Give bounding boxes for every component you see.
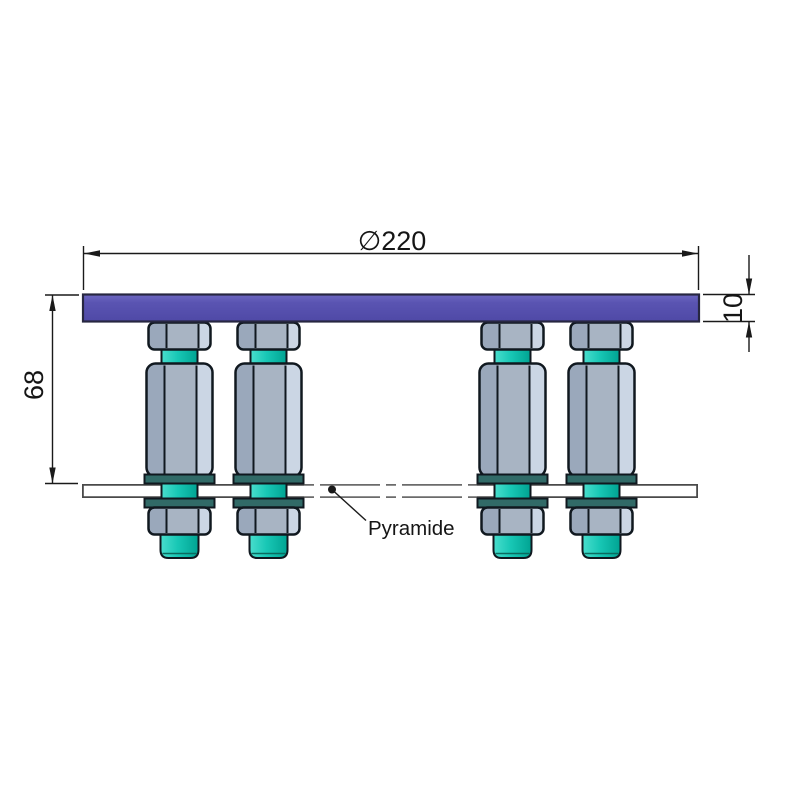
thickness-dimension-label: 10 xyxy=(718,293,748,323)
pyramide-callout: Pyramide xyxy=(328,485,455,540)
arrowhead xyxy=(745,321,753,338)
diameter-dimension-label: ∅220 xyxy=(358,226,427,256)
arrowhead xyxy=(49,467,56,484)
top-plate xyxy=(81,293,701,323)
arrowhead xyxy=(84,250,100,257)
height-dimension-label: 68 xyxy=(19,370,49,400)
thickness-dimension: 10 xyxy=(703,255,755,352)
height-dimension: 68 xyxy=(19,294,79,485)
pyramide-label: Pyramide xyxy=(368,517,455,540)
arrowhead xyxy=(682,250,698,257)
diameter-dimension: ∅220 xyxy=(82,226,700,290)
arrowhead xyxy=(745,278,753,295)
arrowhead xyxy=(49,295,56,311)
leader-line xyxy=(333,490,367,522)
